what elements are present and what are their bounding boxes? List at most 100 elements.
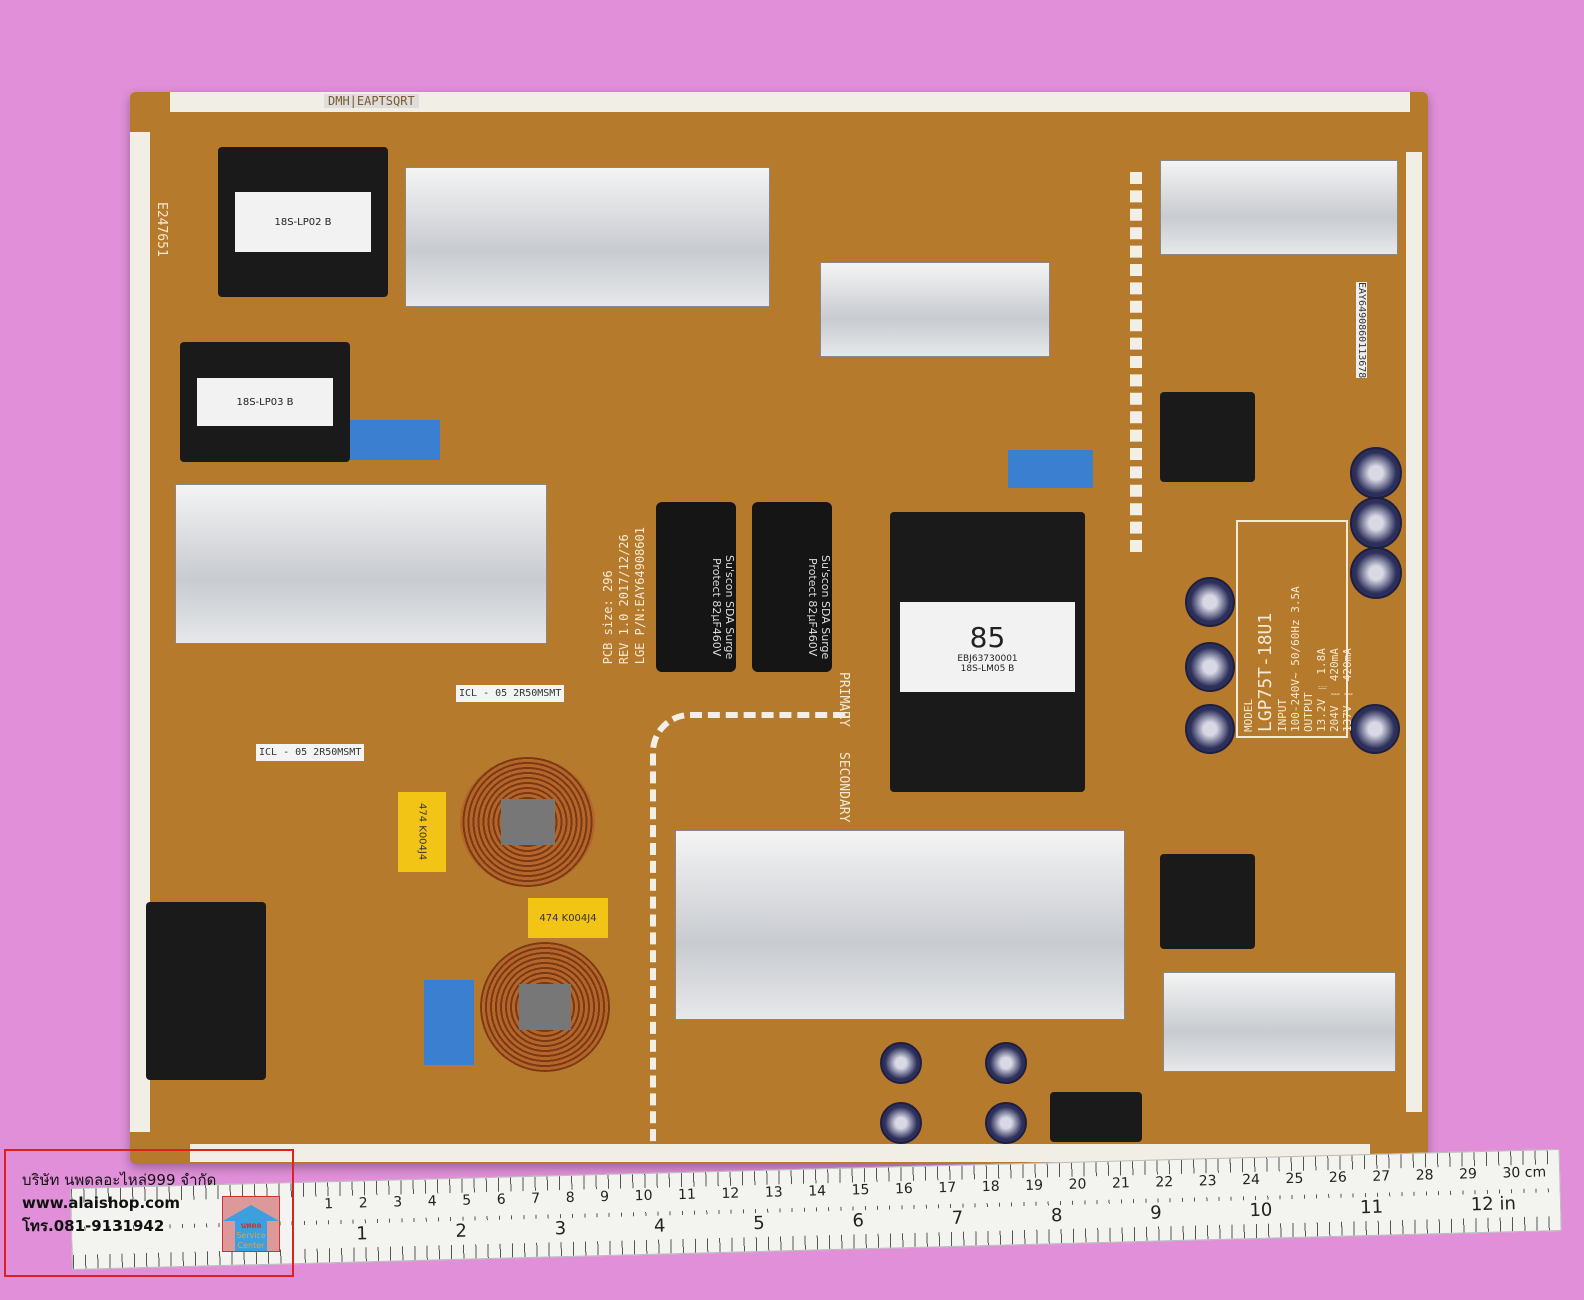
ruler-cm-tick: 20 xyxy=(1068,1176,1087,1193)
model-label: MODEL LGP75T-18U1 INPUT 100-240V~ 50/60H… xyxy=(1236,520,1354,738)
website: www.alaishop.com xyxy=(22,1194,181,1212)
ruler-cm-tick: 27 xyxy=(1372,1168,1391,1185)
pcb-rev: REV 1.0 2017/12/26 xyxy=(617,534,631,665)
ruler-cm-tick: 22 xyxy=(1155,1174,1174,1191)
pcb-size: PCB size: 296 xyxy=(601,570,615,665)
heatsink xyxy=(405,167,770,307)
ruler-inch-tick: 10 xyxy=(1249,1199,1273,1222)
heatsink xyxy=(675,830,1125,1020)
ruler-inch-tick: 7 xyxy=(951,1207,964,1229)
transformer-number: 85 xyxy=(969,620,1006,654)
sticker: EAY6490860113678 xyxy=(1356,282,1367,379)
heatsink xyxy=(1163,972,1396,1072)
ruler-cm-tick: 2 xyxy=(358,1195,368,1212)
ruler-inch-tick: 2 xyxy=(455,1220,468,1242)
output-value: 204V ⎓ 420mA xyxy=(1328,648,1341,732)
model-key: MODEL xyxy=(1242,698,1255,732)
company-name: บริษัท นพดลอะไหล่999 จำกัด xyxy=(22,1171,217,1189)
logo-text: Center xyxy=(235,1241,267,1251)
pcb-edge xyxy=(130,132,150,1132)
ruler-cm-tick: 11 xyxy=(677,1186,697,1204)
ruler-cm-tick: 9 xyxy=(599,1188,610,1206)
bulk-capacitor: Su'scon SDA Surge Protect 82μF460V xyxy=(752,502,832,672)
x-capacitor: 474 K004J4 xyxy=(528,898,608,938)
input-connector xyxy=(146,902,266,1080)
ruler-inch-tick: 8 xyxy=(1050,1205,1063,1227)
electrolytic-capacitor xyxy=(985,1102,1027,1144)
pcb-edge xyxy=(190,1144,1370,1162)
ntc-thermistor: ICL - 05 2R50MSMT xyxy=(256,744,365,761)
ruler-cm-tick: 16 xyxy=(894,1180,914,1198)
electrolytic-capacitor xyxy=(880,1102,922,1144)
transformer: 18S-LP02 B xyxy=(218,147,388,297)
phone: โทร.081-9131942 xyxy=(22,1217,165,1235)
model-value: LGP75T-18U1 xyxy=(1255,612,1276,732)
electrolytic-capacitor xyxy=(880,1042,922,1084)
heatsink xyxy=(175,484,547,644)
ruler-cm-tick: 13 xyxy=(764,1184,783,1201)
input-value: 100-240V~ 50/60Hz 3.5A xyxy=(1289,586,1302,732)
electrolytic-capacitor xyxy=(1185,642,1235,692)
ruler-cm-tick: 18 xyxy=(981,1178,1000,1196)
output-value: 137V ⎓ 420mA xyxy=(1341,648,1354,732)
ruler-cm-tick: 17 xyxy=(938,1179,957,1197)
ruler-cm-tick: 12 xyxy=(721,1185,740,1202)
input-key: INPUT xyxy=(1276,698,1289,732)
top-label: DMH|EAPTSQRT xyxy=(324,94,419,108)
secondary-label: SECONDARY xyxy=(836,752,851,823)
transformer: 18S-LP03 B xyxy=(180,342,350,462)
film-capacitor xyxy=(424,980,474,1065)
ruler-inch-tick: 5 xyxy=(752,1212,765,1235)
isolation-line xyxy=(650,712,850,1152)
film-capacitor xyxy=(350,420,440,460)
transformer xyxy=(1160,392,1255,482)
output-key: OUTPUT xyxy=(1302,692,1315,732)
bulk-capacitor: Su'scon SDA Surge Protect 82μF460V xyxy=(656,502,736,672)
electrolytic-capacitor xyxy=(1185,577,1235,627)
transformer xyxy=(1160,854,1255,949)
ruler-inch-tick: 11 xyxy=(1359,1196,1384,1219)
power-supply-board: DMH|EAPTSQRT 18S-LP02 B 18S-LP03 B 85 EB… xyxy=(130,92,1428,1164)
ruler-cm-tick: 26 xyxy=(1328,1169,1347,1187)
ruler-cm-tick: 3 xyxy=(393,1194,403,1211)
ruler-cm-tick: 25 xyxy=(1285,1170,1304,1188)
ruler-cm-tick: 23 xyxy=(1198,1172,1217,1190)
heatsink xyxy=(820,262,1050,357)
ruler-cm-tick: 24 xyxy=(1241,1171,1261,1189)
electrolytic-capacitor xyxy=(1350,497,1402,549)
ruler-inch-tick: 6 xyxy=(852,1210,865,1232)
ruler-inch-tick: 3 xyxy=(554,1218,567,1240)
ntc-thermistor: ICL - 05 2R50MSMT xyxy=(456,685,565,702)
toroid-coil xyxy=(480,942,610,1072)
electrolytic-capacitor xyxy=(1350,447,1402,499)
film-capacitor xyxy=(1008,450,1093,488)
ruler-cm-tick: 15 xyxy=(851,1182,870,1199)
pcb-part-number: LGE P/N:EAY64908601 xyxy=(633,527,647,665)
electrolytic-capacitor xyxy=(985,1042,1027,1084)
toroid-coil xyxy=(460,757,595,887)
pcb-edge xyxy=(1406,152,1422,1112)
ruler-cm-tick: 6 xyxy=(496,1191,506,1208)
ruler-inch-tick: 9 xyxy=(1149,1202,1162,1224)
ul-number: E247651 xyxy=(154,202,169,257)
ruler-cm-tick: 19 xyxy=(1025,1177,1044,1194)
ruler-inch-tick: 12 in xyxy=(1470,1193,1517,1216)
output-connector xyxy=(1050,1092,1142,1142)
ruler-cm-tick: 28 xyxy=(1415,1167,1434,1184)
logo-top: นพดล xyxy=(235,1221,267,1231)
transformer-part: EBJ63730001 xyxy=(957,653,1018,664)
ruler-cm-tick: 14 xyxy=(808,1183,827,1200)
electrolytic-capacitor xyxy=(1350,547,1402,599)
x-capacitor: 474 K004J4 xyxy=(398,792,446,872)
main-transformer: 85 EBJ63730001 18S-LM05 B xyxy=(890,512,1085,792)
ruler-cm-tick: 10 xyxy=(634,1187,653,1205)
logo-text: Service xyxy=(235,1231,267,1241)
transformer-code: 18S-LM05 B xyxy=(960,663,1015,674)
electrolytic-capacitor xyxy=(1350,704,1400,754)
electrolytic-capacitor xyxy=(1185,704,1235,754)
pcb-info: PCB size: 296 REV 1.0 2017/12/26 LGE P/N… xyxy=(600,527,648,664)
primary-label: PRIMARY xyxy=(836,672,851,727)
heatsink xyxy=(1160,160,1398,255)
watermark-box: บริษัท นพดลอะไหล่999 จำกัด www.alaishop.… xyxy=(4,1149,294,1277)
isolation-line xyxy=(1130,172,1142,552)
